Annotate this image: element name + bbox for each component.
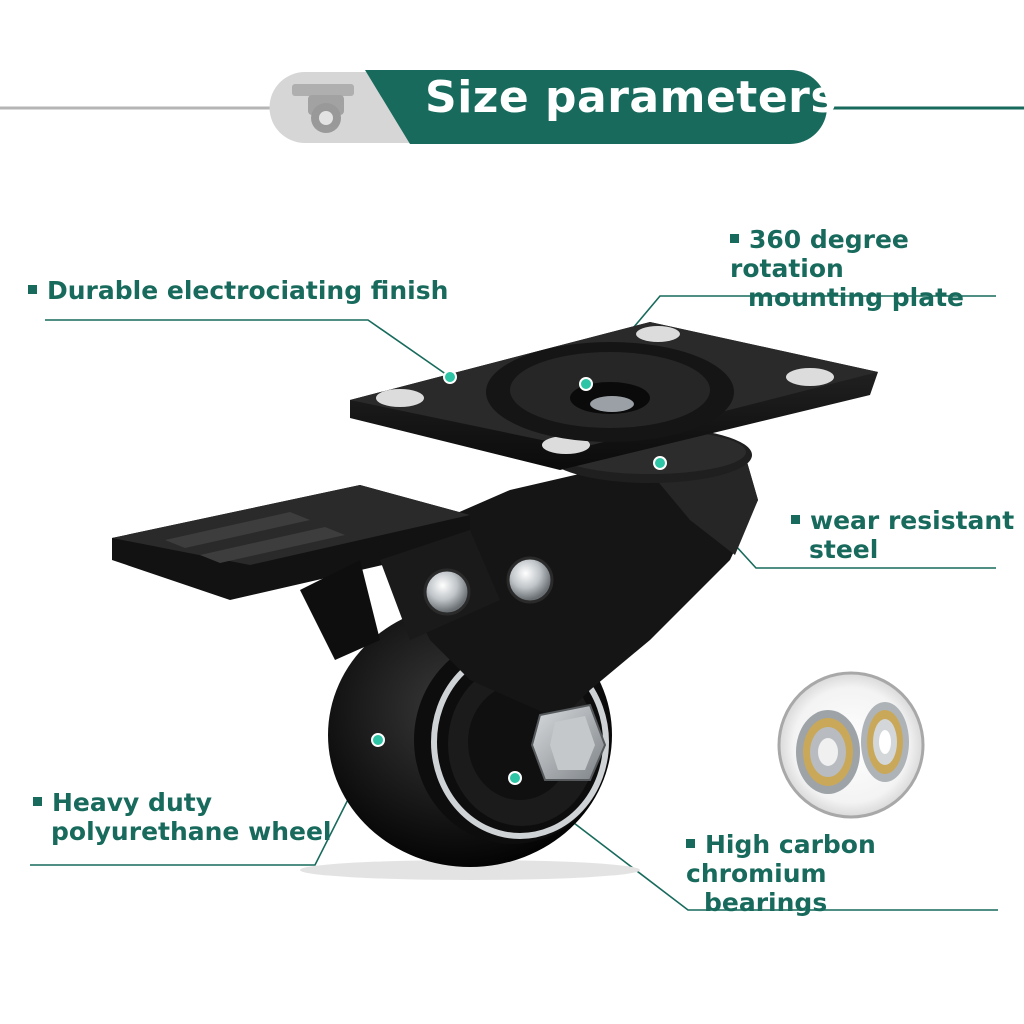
mounting-plate xyxy=(350,322,878,470)
callout-wheel: Heavy duty polyurethane wheel xyxy=(33,788,331,846)
callout-plate: 360 degree rotation mounting plate xyxy=(730,225,1024,312)
callout-bearing-line1: High carbon chromium xyxy=(686,830,876,888)
page-title: Size parameters xyxy=(425,72,838,123)
bearing-inset xyxy=(777,671,925,819)
callout-finish: Durable electrociating finish xyxy=(28,276,448,305)
callout-finish-text: Durable electrociating finish xyxy=(47,276,449,305)
callout-bearing: High carbon chromium bearings xyxy=(686,830,1024,917)
bullet-marker xyxy=(33,796,42,806)
brake-pedal xyxy=(112,485,500,660)
callout-wheel-line2: polyurethane wheel xyxy=(51,817,332,846)
callout-dots xyxy=(371,370,667,785)
rivet-left xyxy=(423,568,471,616)
callout-plate-line1: 360 degree rotation xyxy=(730,225,909,283)
callout-steel: wear resistant steel xyxy=(791,506,1014,564)
callout-steel-line2: steel xyxy=(809,535,879,564)
header-banner xyxy=(0,70,1024,144)
callout-wheel-line1: Heavy duty xyxy=(52,788,212,817)
bullet-marker xyxy=(791,514,800,524)
bullet-marker xyxy=(686,838,695,848)
bullet-marker xyxy=(730,233,739,243)
callout-plate-line2: mounting plate xyxy=(748,283,964,312)
bullet-marker xyxy=(28,284,37,294)
axle-nut xyxy=(530,703,607,781)
caster-wheel-illustration xyxy=(112,322,878,880)
callout-bearing-line2: bearings xyxy=(704,888,828,917)
caster-thumbnail-icon xyxy=(292,84,354,133)
wear-resistant-steel-fork xyxy=(395,427,758,720)
callout-steel-line1: wear resistant xyxy=(810,506,1015,535)
rivet-right xyxy=(506,556,554,604)
